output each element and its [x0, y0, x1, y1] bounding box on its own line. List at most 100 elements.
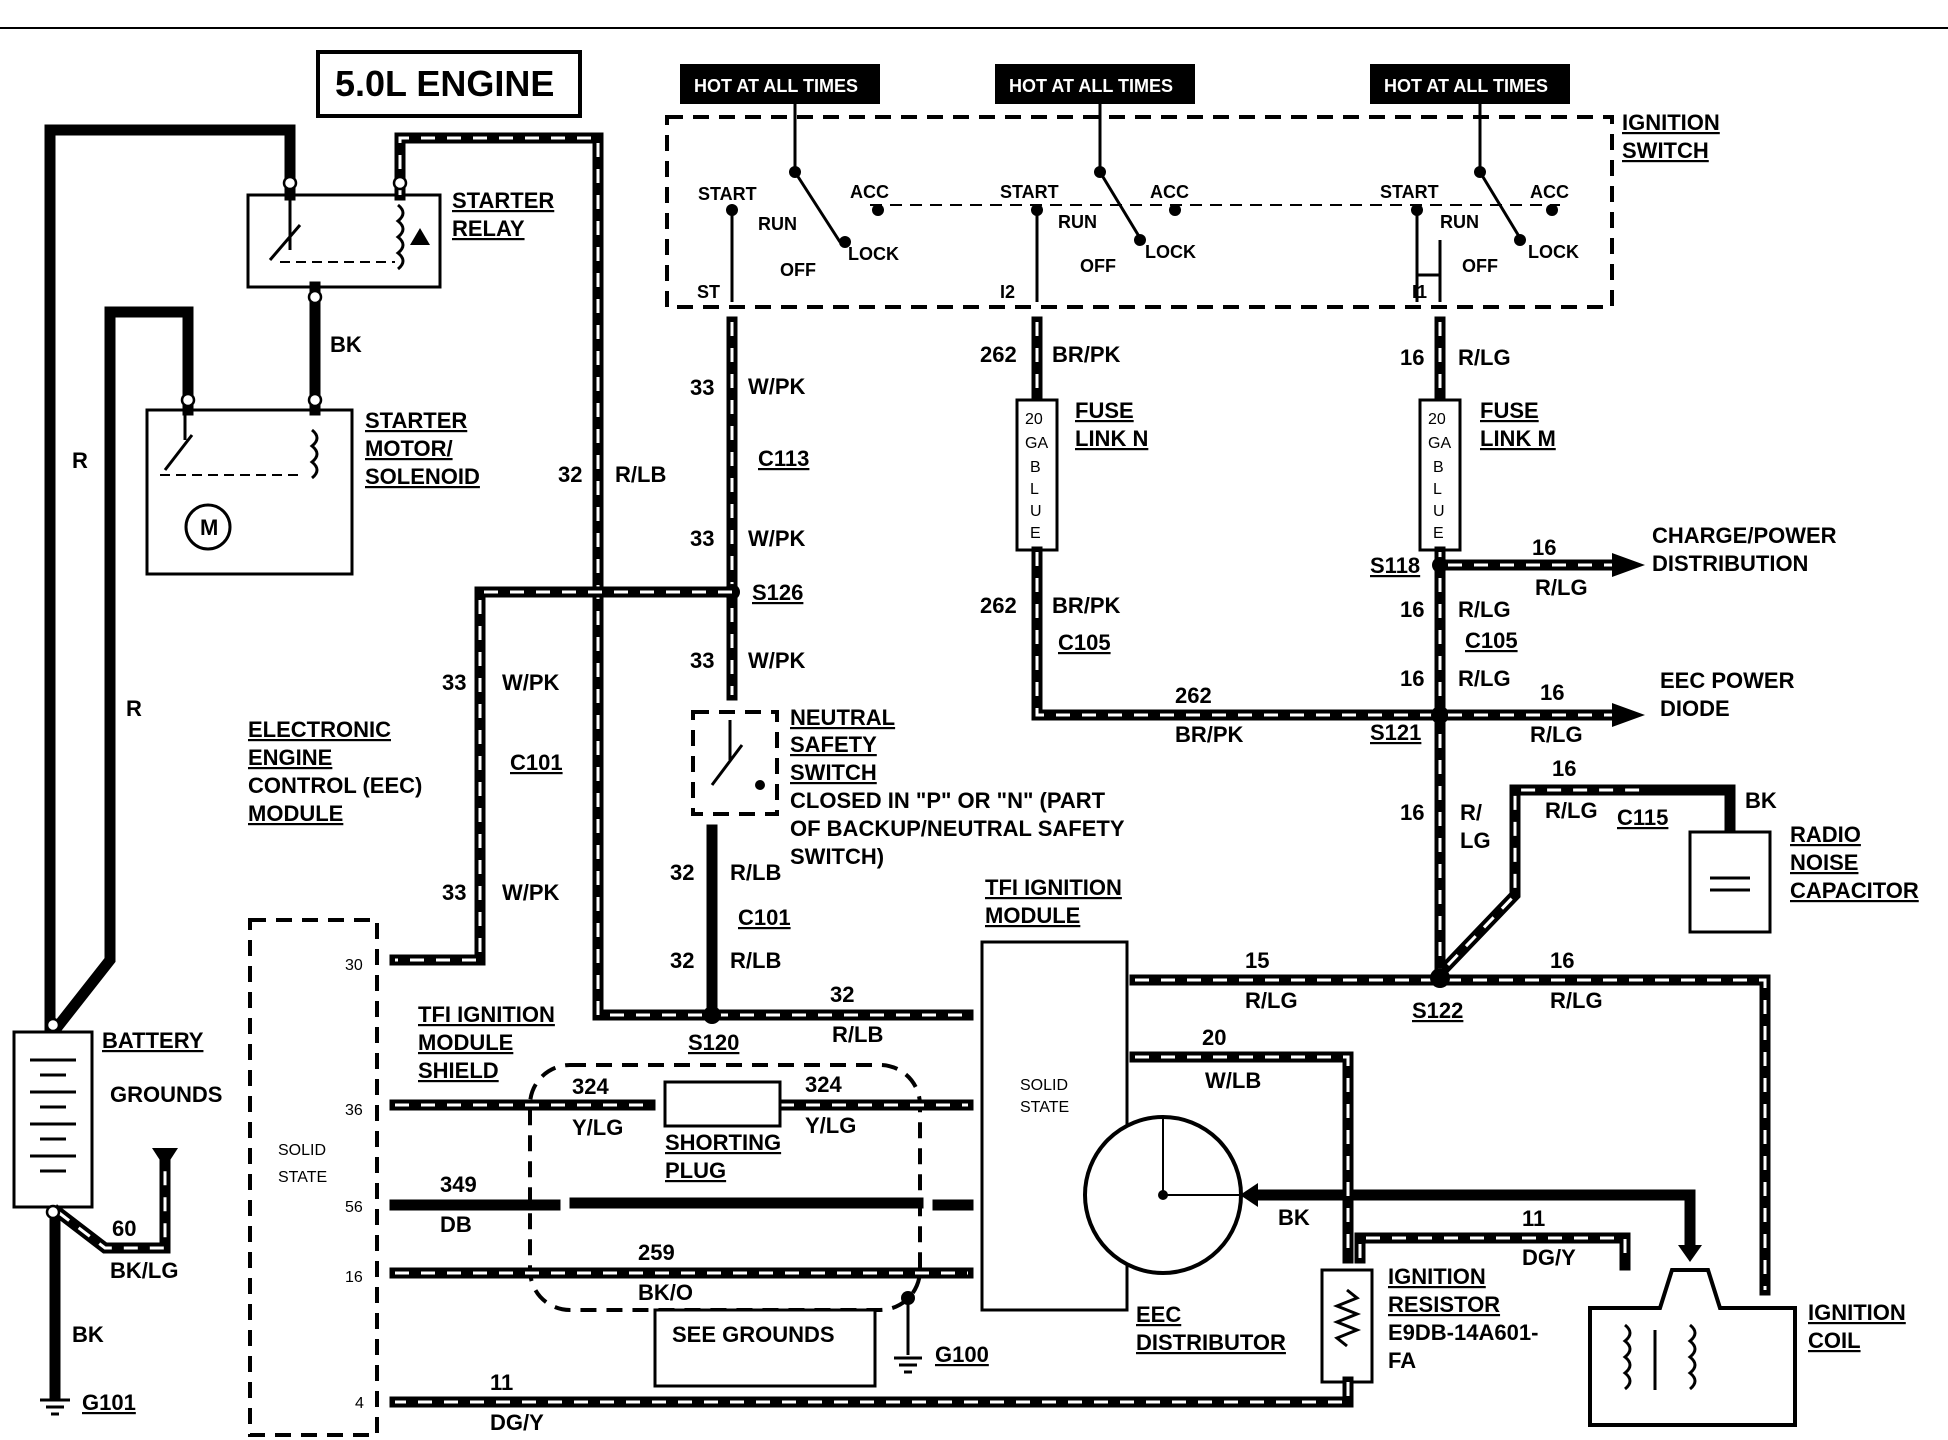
wire-32-rlb-stripe	[398, 136, 968, 1017]
distributor-center	[1158, 1190, 1168, 1200]
wire-262-label-2: 262	[980, 593, 1017, 618]
wire-16-label-2: 16	[1400, 597, 1424, 622]
wire-16-cap-label: 16	[1552, 756, 1576, 781]
wire-bk-cap-label: BK	[1745, 788, 1777, 813]
shorting-plug-label-1: SHORTING	[665, 1130, 781, 1155]
ignition-switch-section-1: START ACC RUN OFF LOCK ST	[697, 104, 899, 302]
wire-16-s122-stripe	[1135, 978, 1767, 1290]
hot-label-3: HOT AT ALL TIMES	[1384, 76, 1548, 96]
charge-arrow-icon	[1612, 553, 1645, 577]
hot-label-2: HOT AT ALL TIMES	[1009, 76, 1173, 96]
wire-324-label-2: 324	[805, 1072, 842, 1097]
terminal-st: ST	[697, 282, 720, 302]
relay-terminal-1	[282, 175, 298, 191]
battery-terminal-pos	[45, 1017, 61, 1033]
wire-wpk-label-3: W/PK	[748, 648, 806, 673]
fuse-link-m-spec: 20 GA B L U E	[1428, 411, 1451, 542]
start-label-2: START	[1000, 182, 1059, 202]
title-box	[316, 50, 582, 118]
wire-rlg-label-2: R/LG	[1458, 597, 1511, 622]
hot-badge-1	[680, 64, 880, 104]
eec-label-3: CONTROL (EEC)	[248, 773, 422, 798]
shorting-plug	[663, 1080, 782, 1128]
wire-rlb-label: R/LB	[615, 462, 666, 487]
coil-primary	[1622, 1323, 1632, 1391]
start-label-3: START	[1380, 182, 1439, 202]
wire-bk-capacitor	[1654, 784, 1736, 836]
wire-11-dgy-stripe	[395, 1382, 1350, 1404]
battery-label: BATTERY	[102, 1028, 204, 1053]
battery-cable-to-relay	[44, 124, 296, 1036]
svg-text:B: B	[1030, 459, 1041, 476]
wire-33-label-1: 33	[690, 375, 714, 400]
starter-motor-label-3: SOLENOID	[365, 464, 480, 489]
lock-label-3: LOCK	[1528, 242, 1579, 262]
svg-text:20: 20	[1025, 411, 1043, 428]
eec-label-2: ENGINE	[248, 745, 332, 770]
ignition-switch-section-3: START ACC RUN OFF LOCK I1	[1380, 104, 1579, 302]
charge-label-2: DISTRIBUTION	[1652, 551, 1808, 576]
neutral-switch-arm	[710, 744, 744, 786]
eec-arrow-icon	[1612, 703, 1645, 727]
eec-diode-label-2: DIODE	[1660, 696, 1730, 721]
radio-cap-label-1: RADIO	[1790, 822, 1861, 847]
shield-label-3: SHIELD	[418, 1058, 499, 1083]
svg-text:E: E	[1030, 525, 1041, 542]
relay-terminal-3	[307, 289, 323, 305]
connector-s121: S121	[1370, 720, 1421, 745]
wire-wpk-label-1: W/PK	[748, 374, 806, 399]
resistor-label-2: RESISTOR	[1388, 1292, 1500, 1317]
connector-s118: S118	[1370, 553, 1420, 578]
neutral-label-2: SAFETY	[790, 732, 877, 757]
run-label-2: RUN	[1058, 212, 1097, 232]
wire-wpk-eec-label-1: W/PK	[502, 670, 560, 695]
eec-label-4: MODULE	[248, 801, 343, 826]
lock-label-1: LOCK	[848, 244, 899, 264]
starter-terminal-2	[307, 392, 323, 408]
fuse-link-n-label-2: LINK N	[1075, 426, 1148, 451]
starter-relay-label-2: RELAY	[452, 216, 525, 241]
eec-module-box	[248, 918, 379, 1437]
wire-rlg-s122-right: R/LG	[1550, 988, 1603, 1013]
battery-box	[12, 1030, 94, 1209]
start-label-1: START	[698, 184, 757, 204]
coil-label-2: COIL	[1808, 1328, 1861, 1353]
off-label-2: OFF	[1080, 256, 1116, 276]
wire-33-label-2: 33	[690, 526, 714, 551]
connector-g101: G101	[82, 1390, 136, 1415]
connector-c113: C113	[758, 446, 809, 471]
wire-rlg-s122-left: R/LG	[1245, 988, 1298, 1013]
fuse-link-m-label-1: FUSE	[1480, 398, 1539, 423]
splice-s122	[1430, 968, 1450, 988]
wire-262-label-3: 262	[1175, 683, 1212, 708]
resistor-zigzag	[1332, 1288, 1362, 1348]
wire-r-slash-label: R/	[1460, 800, 1482, 825]
wire-16-eec-label: 16	[1540, 680, 1564, 705]
wire-32-label: 32	[558, 462, 582, 487]
wire-60-label: 60	[112, 1216, 136, 1241]
eec-pin-36: 36	[345, 1102, 363, 1119]
wire-bk-coil	[1359, 1189, 1696, 1251]
acc-label-2: ACC	[1150, 182, 1189, 202]
shield-label-2: MODULE	[418, 1030, 513, 1055]
wire-wpk-eec-label-2: W/PK	[502, 880, 560, 905]
connector-c101-eec: C101	[510, 750, 563, 775]
solenoid-coil	[309, 428, 319, 480]
connector-s120: S120	[688, 1030, 739, 1055]
eec-pin-30: 30	[345, 957, 363, 974]
wire-32-neutral-label-2: 32	[670, 948, 694, 973]
wire-rlb-neutral-label-2: R/LB	[730, 948, 781, 973]
ignition-switch-box	[665, 115, 1614, 309]
tfi-module-label-1: TFI IGNITION	[985, 875, 1122, 900]
hot-label-1: HOT AT ALL TIMES	[694, 76, 858, 96]
battery-cable-to-starter	[47, 306, 194, 1038]
neutral-switch-node	[755, 780, 765, 790]
neutral-note-1: CLOSED IN "P" OR "N" (PART	[790, 788, 1106, 813]
eec-inner-1: SOLID	[278, 1142, 326, 1159]
connector-s126: S126	[752, 580, 803, 605]
svg-text:U: U	[1030, 503, 1042, 520]
acc-label-3: ACC	[1530, 182, 1569, 202]
tfi-module-box	[980, 940, 1129, 1312]
hot-badge-3	[1370, 64, 1570, 104]
svg-text:L: L	[1433, 481, 1442, 498]
